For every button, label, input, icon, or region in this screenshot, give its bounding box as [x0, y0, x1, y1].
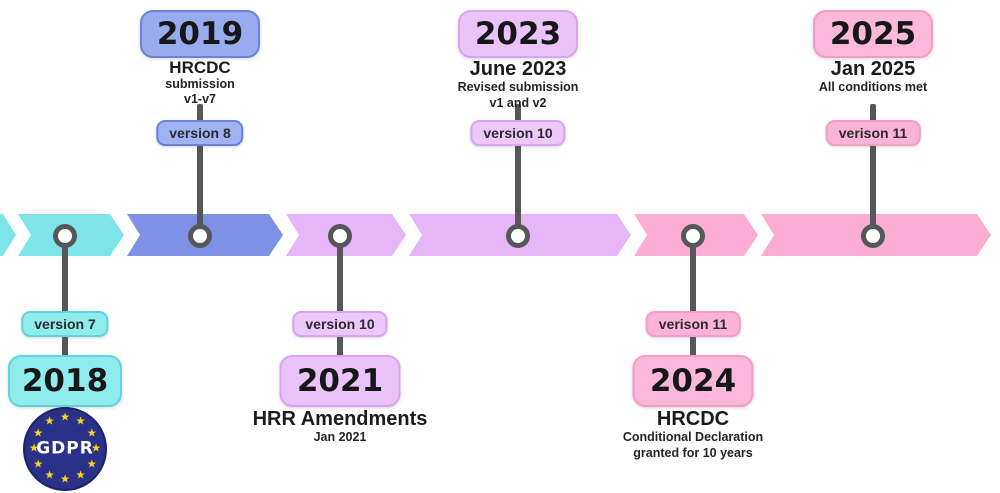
description-title: HRCDC: [656, 408, 730, 430]
version-badge: version 8: [156, 120, 244, 146]
description-line: granted for 10 years: [633, 445, 753, 460]
eu-star-icon: ★: [86, 427, 97, 439]
description-title: Jan 2025: [830, 58, 916, 80]
milestone-2021: version 10 2021 HRR Amendments Jan 2021: [245, 0, 435, 493]
milestone-description: Jan 2025 All conditions met: [778, 58, 968, 96]
eu-star-icon: ★: [33, 427, 44, 439]
description-line: v1 and v2: [489, 95, 547, 110]
milestone-description: HRCDC Conditional Declaration granted fo…: [598, 408, 788, 461]
eu-star-icon: ★: [44, 415, 55, 428]
timeline-node-icon: [506, 224, 530, 248]
eu-star-icon: ★: [29, 442, 39, 455]
version-badge: verison 11: [645, 311, 741, 337]
timeline-node-icon: [861, 224, 885, 248]
milestone-description: HRR Amendments Jan 2021: [245, 408, 435, 446]
timeline-node-icon: [681, 224, 705, 248]
year-box: 2019: [140, 10, 260, 58]
year-box: 2023: [458, 10, 578, 58]
version-badge: version 10: [470, 120, 566, 146]
milestone-2025: 2025 Jan 2025 All conditions met verison…: [778, 0, 968, 493]
eu-star-icon: ★: [60, 473, 70, 486]
connector-line: [690, 236, 696, 360]
eu-star-icon: ★: [86, 458, 97, 470]
eu-star-icon: ★: [75, 469, 86, 482]
description-line: submission: [165, 77, 235, 92]
connector-line: [197, 104, 203, 238]
description-line: Revised submission: [457, 80, 579, 95]
year-box: 2021: [279, 355, 401, 407]
timeline-node-icon: [188, 224, 212, 248]
year-box: 2024: [632, 355, 754, 407]
description-line: v1-v7: [184, 92, 216, 107]
year-box: 2018: [8, 355, 122, 407]
connector-line: [337, 236, 343, 360]
milestone-2019: 2019 HRCDC submission v1-v7 version 8: [105, 0, 295, 493]
milestone-description: HRCDC submission v1-v7: [105, 58, 295, 108]
description-line: Conditional Declaration: [622, 430, 764, 445]
eu-star-icon: ★: [33, 458, 44, 470]
connector-line: [870, 104, 876, 238]
version-badge: version 7: [21, 311, 109, 337]
year-box: 2025: [813, 10, 933, 58]
milestone-description: June 2023 Revised submission v1 and v2: [423, 58, 613, 111]
milestone-2018: version 7 2018 ★★★★★★★★★★★★ GDPR: [0, 0, 160, 493]
description-title: June 2023: [469, 58, 567, 80]
timeline-node-icon: [53, 224, 77, 248]
timeline-node-icon: [328, 224, 352, 248]
eu-star-icon: ★: [44, 469, 55, 482]
eu-star-icon: ★: [75, 415, 86, 428]
version-badge: version 10: [292, 311, 388, 337]
description-line: Jan 2021: [313, 430, 367, 445]
description-line: All conditions met: [818, 80, 928, 95]
description-title: HRR Amendments: [252, 408, 428, 430]
milestone-2023: 2023 June 2023 Revised submission v1 and…: [423, 0, 613, 493]
connector-line: [515, 104, 521, 238]
description-title: HRCDC: [169, 58, 231, 77]
eu-star-icon: ★: [91, 442, 101, 455]
eu-star-icon: ★: [60, 411, 70, 424]
gdpr-eu-logo: ★★★★★★★★★★★★ GDPR: [23, 407, 107, 491]
milestone-2024: verison 11 2024 HRCDC Conditional Declar…: [598, 0, 788, 493]
version-badge: verison 11: [825, 120, 921, 146]
gdpr-logo-label: GDPR: [36, 438, 94, 459]
